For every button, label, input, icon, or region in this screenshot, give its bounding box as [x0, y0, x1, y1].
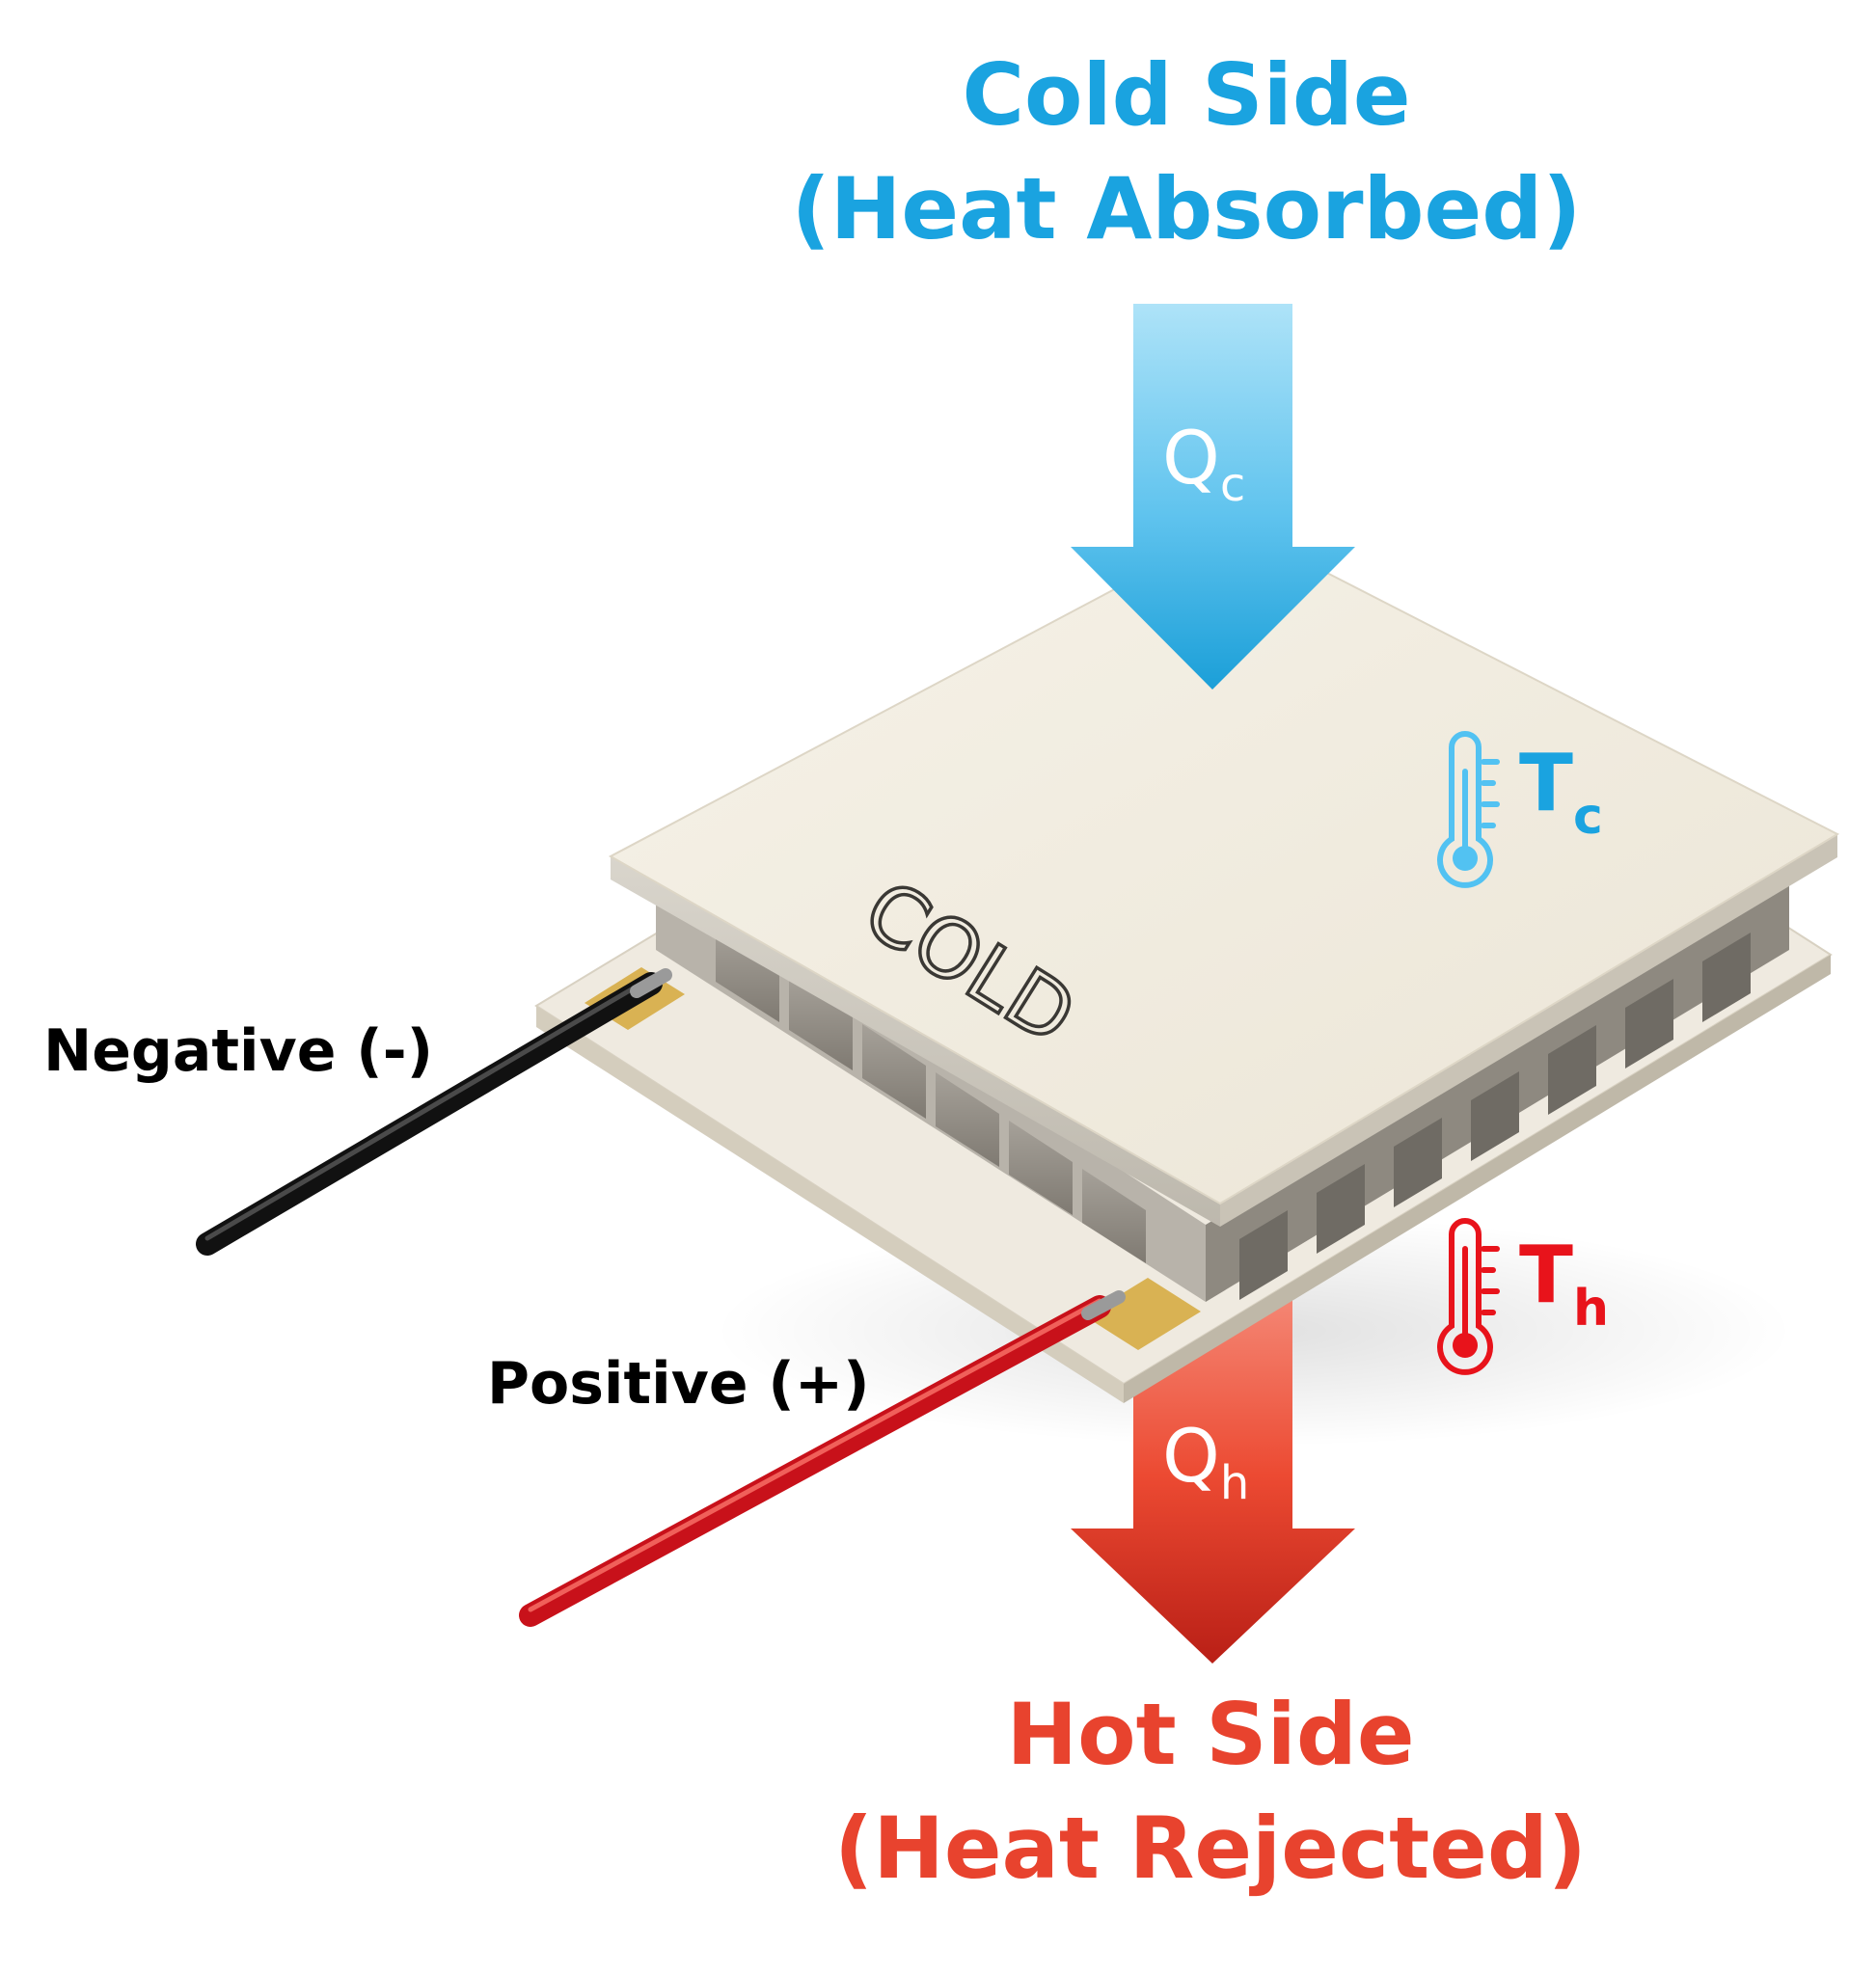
thermometer-icon [1437, 731, 1500, 888]
top-plate [608, 524, 1840, 1205]
cold-heat-letter: Q [1162, 415, 1220, 501]
cold-heat-subscript: c [1219, 458, 1246, 512]
cold-temp-subscript: c [1572, 788, 1603, 846]
cold-heat-arrow [1071, 304, 1355, 690]
positive-solder-tab [1085, 1278, 1201, 1350]
positive-wire-label: Positive (+) [487, 1350, 870, 1418]
hot-side-title-line1: Hot Side [1006, 1685, 1415, 1784]
bottom-plate-front-edge [536, 1006, 1124, 1403]
hot-heat-subscript: h [1219, 1456, 1250, 1510]
cold-side-title: Cold Side (Heat Absorbed) [675, 39, 1698, 266]
negative-wire [196, 968, 672, 1256]
cold-temperature-symbol: Tc [1519, 738, 1603, 846]
hot-side-title: Hot Side (Heat Rejected) [694, 1678, 1726, 1906]
cold-heat-symbol: Qc [1162, 415, 1245, 512]
top-plate-front-edge [611, 856, 1220, 1227]
cold-temp-letter: T [1519, 738, 1573, 829]
positive-wire [519, 1290, 1126, 1627]
hot-temperature-symbol: Th [1519, 1230, 1609, 1338]
bottom-plate-right-edge [1124, 955, 1831, 1403]
cold-side-title-line1: Cold Side [962, 45, 1411, 145]
thermometer-icon [1437, 1218, 1500, 1375]
top-plate-right-edge [1220, 834, 1837, 1227]
hot-heat-symbol: Qh [1162, 1413, 1249, 1510]
hot-temp-letter: T [1519, 1230, 1573, 1321]
hot-side-title-line2: (Heat Rejected) [833, 1799, 1588, 1898]
cold-side-title-line2: (Heat Absorbed) [791, 159, 1582, 258]
hot-temp-subscript: h [1572, 1280, 1609, 1338]
pellet-row-front [716, 928, 1146, 1263]
pellet-row-right [1239, 933, 1751, 1300]
negative-wire-label: Negative (-) [43, 1017, 434, 1085]
hot-heat-letter: Q [1162, 1413, 1220, 1499]
